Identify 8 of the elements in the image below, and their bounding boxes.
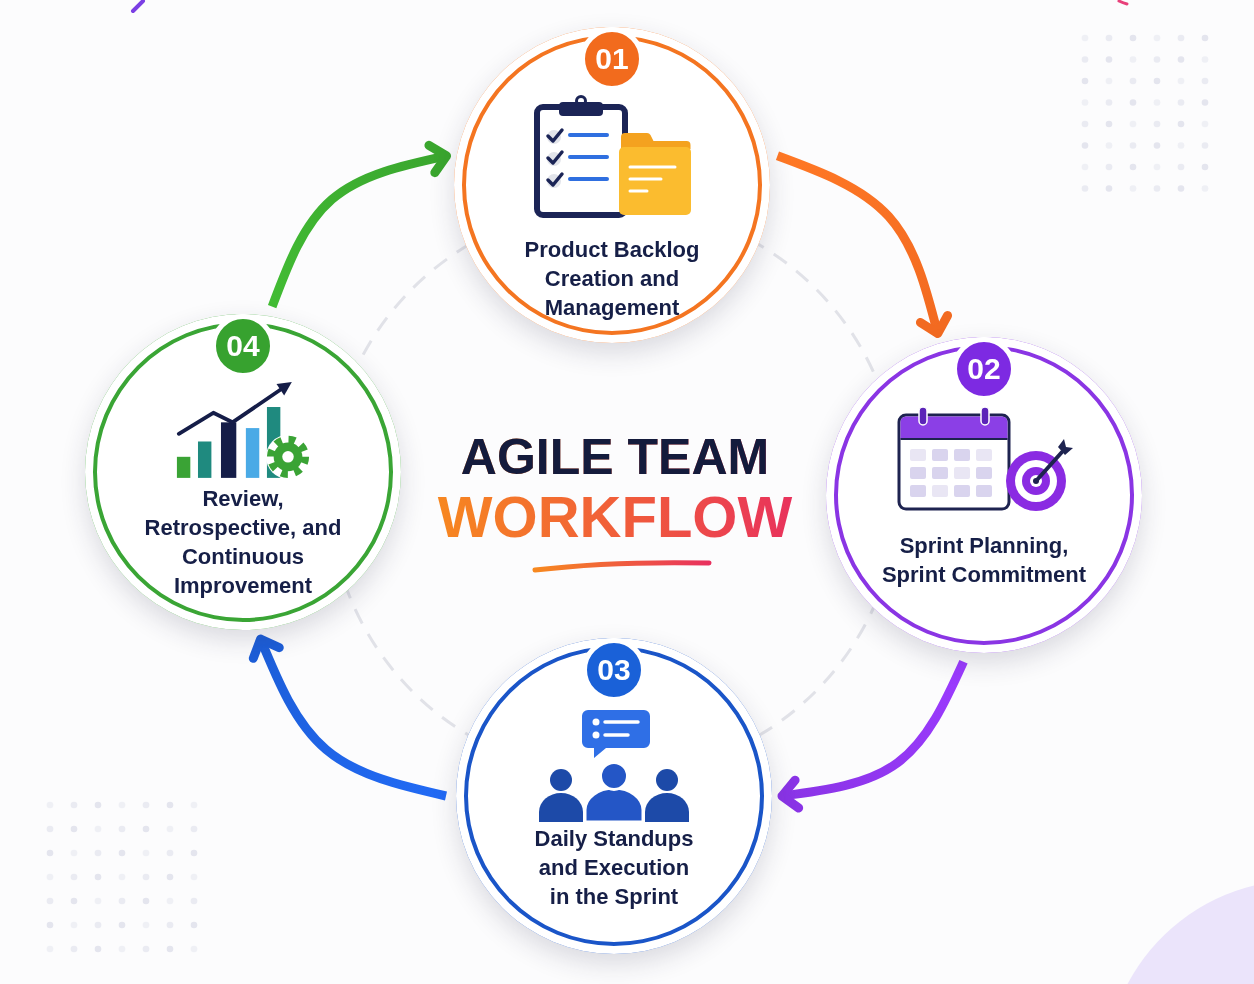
curved-arrow [777,659,968,813]
step-label: Sprint Planning, Sprint Commitment [880,532,1088,589]
curved-arrow [267,140,452,309]
step-label: Daily Standups and Execution in the Sprint [533,825,695,911]
curved-arrow [775,151,953,338]
step-label: Review, Retrospective, and Continuous Improvement [143,485,343,600]
step-label: Product Backlog Creation and Management [523,236,701,322]
curved-arrow [248,634,447,801]
